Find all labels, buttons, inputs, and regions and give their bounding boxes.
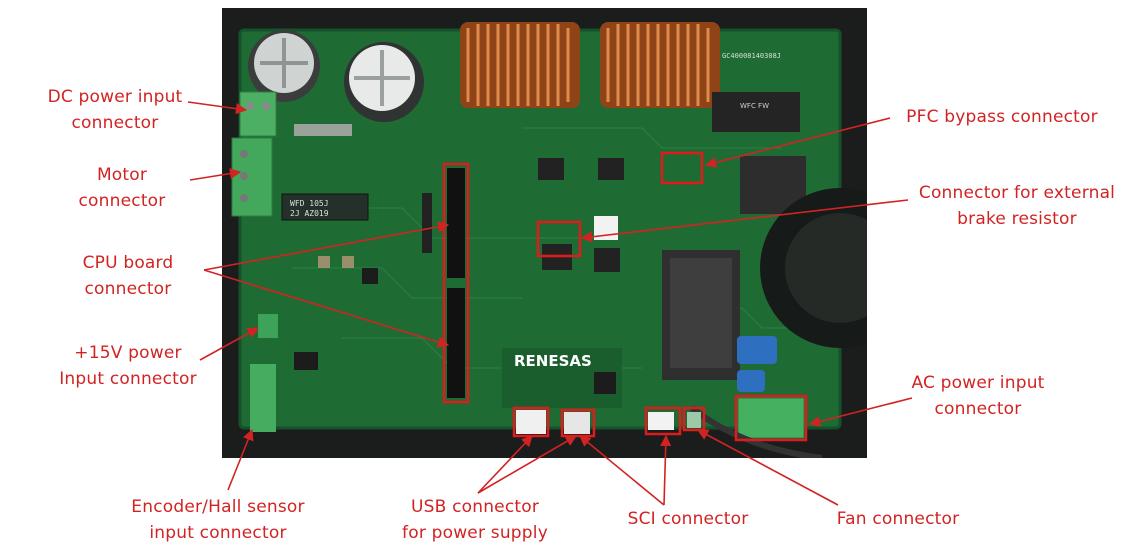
ac-power-terminal [737, 397, 805, 439]
label-usb-connector: USB connector for power supply [380, 494, 570, 546]
cpu-header-top [447, 168, 465, 278]
label-brake-line1: Connector for external [918, 183, 1116, 203]
label-pfc-line1: PFC bypass connector [906, 107, 1098, 127]
label-brake-line2: brake resistor [957, 209, 1077, 229]
label-encoder-hall: Encoder/Hall sensor input connector [118, 494, 318, 546]
label-brake-resistor: Connector for external brake resistor [904, 180, 1129, 232]
sci-connector2-highlight [644, 406, 682, 436]
cpu-header-bottom [447, 288, 465, 398]
label-encoder-line2: input connector [149, 523, 287, 543]
label-ac-line1: AC power input [911, 373, 1045, 393]
label-motor-connector: Motor connector [62, 162, 182, 214]
label-15v-line1: +15V power [74, 343, 182, 363]
capacitor-right [344, 42, 424, 122]
label-usb-line1: USB connector [410, 497, 540, 517]
brake-connector-highlight [536, 220, 582, 258]
label-motor-line1: Motor [96, 165, 148, 185]
transformer [281, 193, 369, 221]
transformer-marking-1: WFD 105J [290, 199, 329, 208]
label-motor-line2: connector [78, 191, 166, 211]
label-pfc-bypass: PFC bypass connector [888, 104, 1116, 130]
board-serial: GC40008140308J [722, 52, 781, 60]
label-fan-line1: Fan connector [836, 509, 960, 529]
sci-connector-highlight [560, 408, 596, 438]
fan-connector-highlight [682, 406, 706, 432]
label-15v-line2: Input connector [59, 369, 197, 389]
label-ac-line2: connector [934, 399, 1022, 419]
label-ac-power-input: AC power input connector [898, 370, 1058, 422]
pfc-connector-highlight [660, 151, 704, 185]
label-cpu-board-connector: CPU board connector [58, 250, 198, 302]
label-dc-power-line2: connector [71, 113, 159, 133]
transformer-marking-2: 2J AZ019 [290, 209, 329, 218]
motor-terminal [231, 137, 273, 217]
label-fan-connector: Fan connector [818, 506, 978, 532]
toroid-inductor-right [600, 22, 720, 108]
relay-marking: WFC FW [740, 102, 769, 110]
label-encoder-line1: Encoder/Hall sensor [131, 497, 305, 517]
label-usb-line2: for power supply [402, 523, 548, 543]
dc-power-terminal [239, 91, 277, 137]
label-dc-power-line1: DC power input [47, 87, 183, 107]
label-cpu-line2: connector [84, 279, 172, 299]
toroid-inductor-left [460, 22, 580, 108]
label-sci-line1: SCI connector [627, 509, 749, 529]
label-dc-power-input: DC power input connector [40, 84, 190, 136]
label-15v-power: +15V power Input connector [48, 340, 208, 392]
label-sci-connector: SCI connector [608, 506, 768, 532]
capacitor-left [248, 30, 320, 102]
label-cpu-line1: CPU board [82, 253, 174, 273]
brand-logo: RENESAS [514, 352, 592, 370]
inverter-board-photo: WFD 105J 2J AZ019 RENESAS WFC FW GC40008… [222, 8, 867, 458]
